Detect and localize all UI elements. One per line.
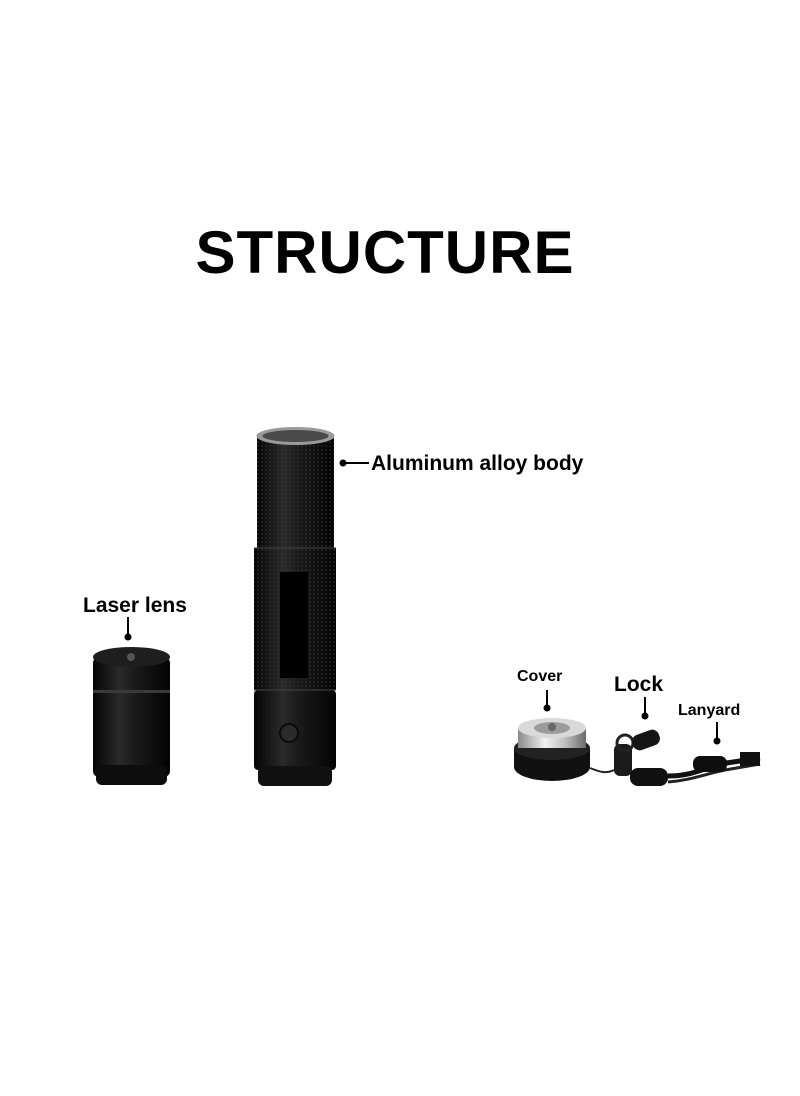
lanyard-label: Lanyard: [678, 702, 741, 719]
lanyard: [667, 752, 761, 784]
lens-label: Laser lens: [83, 594, 187, 617]
lanyard-pointer: [713, 722, 721, 745]
cover-label: Cover: [517, 668, 563, 685]
cover-pointer: [543, 690, 551, 712]
lock: [589, 729, 668, 786]
cover: [514, 718, 590, 781]
lock-label: Lock: [614, 673, 664, 696]
lens-pointer: [124, 617, 132, 641]
body-label: Aluminum alloy body: [371, 452, 584, 475]
aluminum-alloy-body: [254, 427, 336, 786]
body-pointer: [339, 459, 369, 467]
lock-pointer: [641, 697, 649, 720]
laser-lens: [93, 647, 170, 785]
page-title: STRUCTURE: [195, 219, 575, 286]
